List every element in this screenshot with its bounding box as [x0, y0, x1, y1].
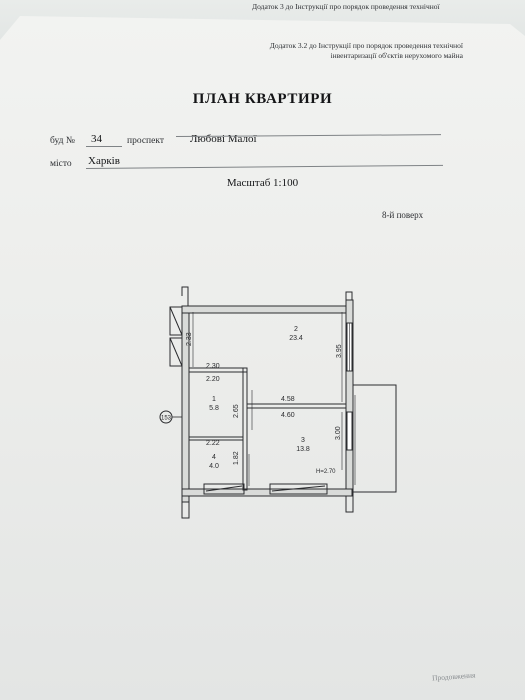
window-south-left [203, 483, 245, 495]
street-type-label: проспект [127, 136, 164, 146]
document-header-note: Додаток 3.2 до Інструкції про порядок пр… [243, 41, 463, 61]
partition-room [246, 403, 347, 409]
room-4-area: 4.0 [209, 463, 219, 470]
south-wall [181, 488, 353, 497]
room-1-number: 1 [212, 396, 216, 403]
room-4-number: 4 [212, 454, 216, 461]
north-wall [181, 305, 353, 314]
room-3-area: 13.8 [296, 446, 310, 453]
dim-east-lower: 3.00 [335, 426, 342, 440]
room-2-number: 2 [294, 326, 298, 333]
dim-hall-top: 2.30 [206, 363, 220, 370]
scale-text: Масштаб 1:100 [226, 177, 299, 189]
room-1-area: 5.8 [209, 405, 219, 412]
header-note-line-1: Додаток 3.2 до Інструкції про порядок пр… [269, 41, 463, 50]
back-sheet-header: Додаток 3 до Інструкції про порядок пров… [252, 2, 440, 11]
city-value: Харків [88, 155, 120, 167]
wall-stub-south-west [181, 496, 190, 519]
building-number-value: 34 [91, 133, 102, 145]
room-3-number: 3 [301, 437, 305, 444]
document-title: ПЛАН КВАРТИРИ [192, 91, 333, 107]
shaft-lower [169, 337, 183, 367]
dim-storage-width: 2.22 [206, 440, 220, 447]
dim-north-west: 2.33 [186, 332, 193, 346]
floor-text: 8-й поверх [382, 210, 424, 220]
header-note-line-2: інвентаризації об'єктів нерухомого майна [330, 51, 463, 60]
dim-storage-height: 1.82 [233, 451, 240, 465]
ceiling-height-note: H=2.70 [316, 469, 336, 475]
building-underline [86, 146, 122, 147]
dim-hall-height: 2.65 [233, 404, 240, 418]
balcony [352, 384, 397, 493]
city-label: місто [50, 159, 72, 169]
dim-hall-inner: 2.20 [206, 376, 220, 383]
room-2-area: 23.4 [289, 335, 303, 342]
window-east-lower [346, 411, 353, 451]
partition-center [242, 367, 248, 491]
wall-stub-north-west [181, 286, 189, 306]
street-name-value: Любові Малої [190, 133, 257, 145]
plan-document-page [0, 16, 525, 700]
dim-room-inner: 4.60 [281, 412, 295, 419]
section-marker-label: 153 [161, 416, 172, 422]
window-south-right [269, 483, 328, 495]
wall-stub-north-east [345, 291, 353, 300]
dim-room-top: 4.58 [281, 396, 295, 403]
shaft-upper [169, 306, 183, 336]
building-number-label: буд № [50, 136, 75, 146]
partition-storage [188, 436, 244, 441]
dim-east-upper: 3.95 [336, 344, 343, 358]
wall-stub-south-east [345, 496, 354, 513]
